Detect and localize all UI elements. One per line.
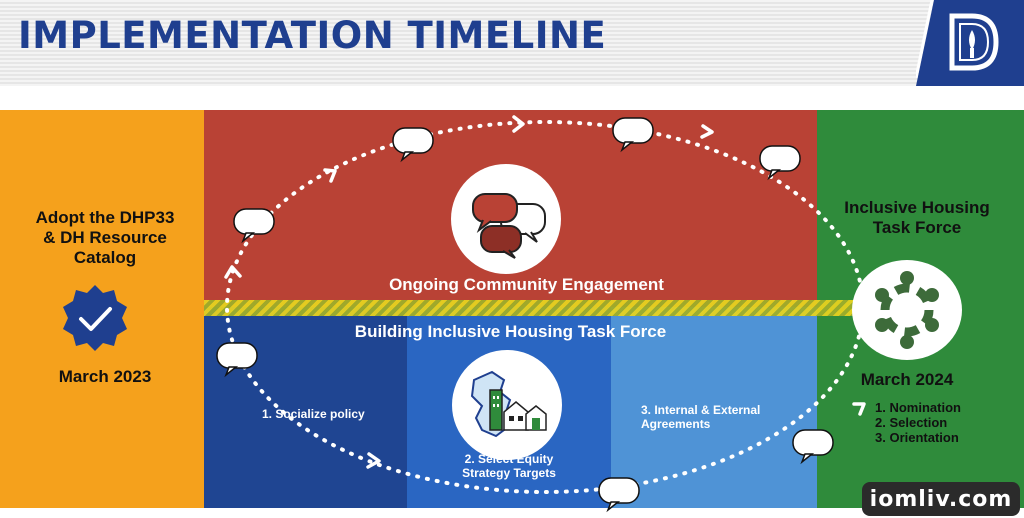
start-date: March 2023 (58, 367, 152, 386)
speech-bubble-icon (612, 117, 654, 153)
task-force-icon-circle (852, 260, 962, 360)
header-bar (0, 0, 1024, 86)
speech-bubble-icon (392, 127, 434, 163)
engagement-icon-circle (451, 164, 561, 274)
end-date: March 2024 (860, 370, 954, 389)
engagement-label: Ongoing Community Engagement (389, 275, 664, 294)
watermark: iomliv.com (862, 482, 1020, 516)
speech-bubble-icon (759, 145, 801, 181)
list-item: 2. Selection (875, 415, 948, 430)
end-heading: Inclusive Housing Task Force (844, 198, 990, 237)
step-agreements: 3. Internal & External Agreements (641, 403, 761, 431)
speech-bubble-icon (233, 208, 275, 244)
brand-logo (914, 0, 1024, 86)
step-panel-socialize (204, 307, 407, 508)
arrow-icon (323, 168, 337, 183)
step-panel-agreements (611, 307, 817, 508)
arrow-icon (852, 402, 866, 416)
arrow-icon (700, 124, 714, 139)
step-targets: 2. Select Equity Strategy Targets (462, 452, 556, 480)
task-force-build-label: Building Inclusive Housing Task Force (354, 322, 667, 341)
start-heading: Adopt the DHP33 & DH Resource Catalog (35, 208, 175, 267)
checkmark-badge-icon (60, 283, 130, 353)
arrow-icon (366, 452, 381, 469)
speech-bubble-icon (792, 429, 834, 465)
d-logo-icon (949, 13, 999, 71)
timeline-stripe (204, 300, 854, 316)
list-item: 3. Orientation (875, 430, 959, 445)
step-socialize: 1. Socialize policy (262, 407, 365, 421)
arrow-icon (224, 265, 242, 279)
end-steps-list: 1. Nomination 2. Selection 3. Orientatio… (875, 400, 961, 445)
speech-bubble-icon (216, 342, 258, 378)
team-circle-icon (875, 271, 939, 349)
map-houses-icon (470, 370, 547, 438)
list-item: 1. Nomination (875, 400, 961, 415)
speech-bubble-icon (598, 477, 640, 513)
arrow-icon (512, 115, 525, 133)
conversation-icon (472, 193, 546, 259)
targets-icon-circle (452, 350, 562, 460)
page-title: IMPLEMENTATION TIMELINE (18, 14, 607, 57)
